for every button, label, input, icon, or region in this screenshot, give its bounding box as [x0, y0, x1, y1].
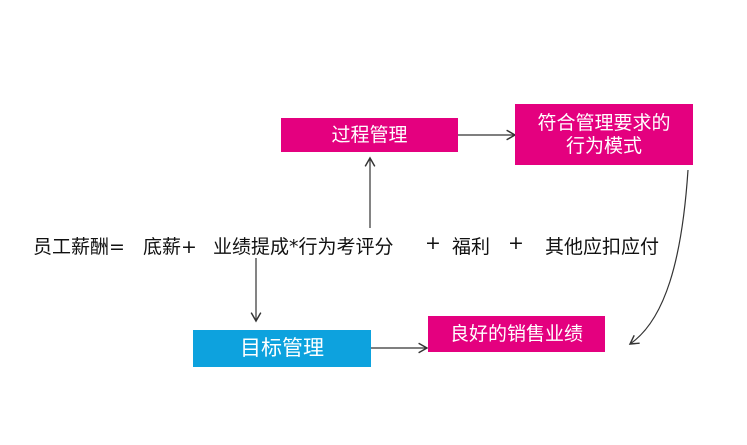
behavior-pattern-box: 符合管理要求的 行为模式 — [515, 104, 693, 165]
formula-lhs: 员工薪酬= — [33, 236, 125, 258]
sales-result-box: 良好的销售业绩 — [428, 316, 605, 352]
arrow-behavior-to-result — [628, 169, 689, 345]
formula-base-salary: 底薪+ — [143, 236, 197, 258]
behavior-pattern-line1: 符合管理要求的 — [537, 111, 671, 134]
target-management-box: 目标管理 — [193, 330, 371, 367]
formula-commission: 业绩提成*行为考评分 — [213, 236, 394, 258]
target-management-label: 目标管理 — [240, 335, 324, 360]
process-management-label: 过程管理 — [331, 123, 408, 146]
formula-plus-1: + — [425, 232, 441, 254]
sales-result-label: 良好的销售业绩 — [449, 322, 583, 345]
formula-welfare: 福利 — [452, 236, 491, 258]
formula-plus-2: + — [508, 232, 524, 254]
behavior-pattern-line2: 行为模式 — [565, 134, 642, 157]
process-management-box: 过程管理 — [281, 118, 458, 152]
formula-other: 其他应扣应付 — [545, 236, 660, 258]
